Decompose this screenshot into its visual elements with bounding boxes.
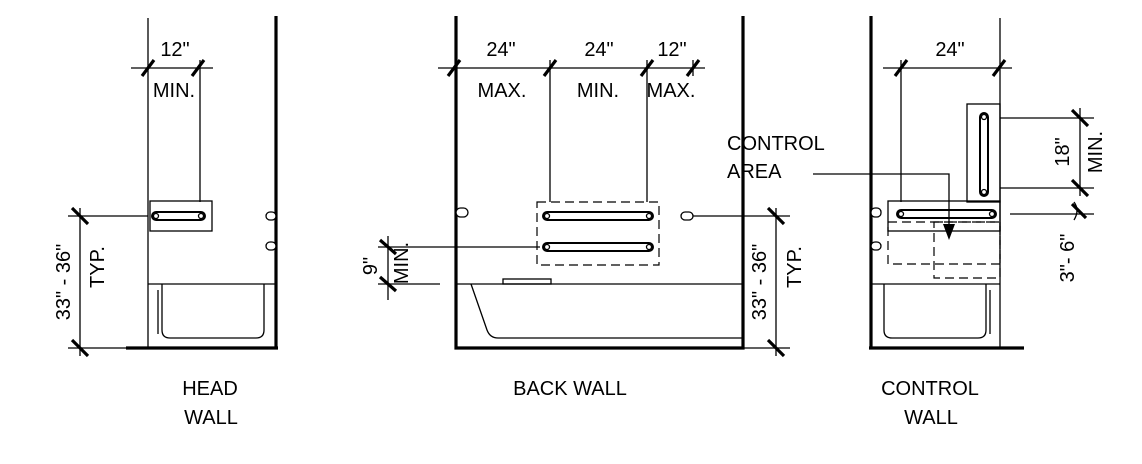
control-area-zone-lower [933, 221, 1001, 279]
back-wall-outline [454, 16, 745, 350]
head-wall-title: HEAD [182, 378, 238, 400]
back-wall-mid-dim: 24" [584, 39, 613, 61]
head-wall-elevation: 12" MIN. 33" - 36" TYP. HEAD WALL [53, 16, 278, 429]
back-wall-spacing-note: MIN. [391, 242, 413, 284]
faucet-knob [870, 241, 882, 251]
faucet-knob [455, 207, 469, 218]
tub-basin [470, 283, 743, 339]
dimension-tick [378, 275, 398, 293]
tub-drain [502, 278, 552, 285]
dimension-tick [1070, 108, 1090, 128]
dimension-tick [140, 59, 156, 77]
back-wall-height-note: TYP. [784, 246, 806, 288]
control-area-label: CONTROL [727, 133, 825, 155]
dimension-tick [766, 206, 786, 226]
dimension-tick [893, 59, 909, 77]
dimension-tick [542, 59, 558, 77]
back-wall-right-dim: 12" [657, 39, 686, 61]
faucet-knob [265, 211, 277, 221]
dimension-tick [70, 206, 90, 226]
back-wall-elevation: 24" 24" 12" MAX. MIN. MAX. 9" MIN. 33" -… [360, 16, 806, 400]
back-wall-mid-note: MIN. [577, 80, 619, 102]
control-area-label-2: AREA [727, 161, 782, 183]
grab-bar-zone [536, 201, 660, 266]
back-wall-spacing-dim: 9" [360, 257, 382, 275]
grab-bar-zone [149, 200, 213, 232]
dimension-tick [685, 59, 701, 77]
control-area-zone [887, 221, 1001, 265]
dimension-tick [190, 59, 206, 77]
dimension-tick [639, 59, 655, 77]
dimension-tick [446, 59, 462, 77]
control-wall-vertical-note: MIN. [1085, 131, 1107, 173]
control-area-arrow [943, 224, 955, 240]
back-wall-left-note: MAX. [478, 80, 527, 102]
head-wall-height-note: TYP. [87, 246, 109, 288]
grab-bar-zone [887, 200, 1001, 232]
control-area-leader [813, 173, 950, 228]
control-wall-elevation: CONTROL AREA 24" 18" MIN. 3"- 6" CONTROL… [727, 16, 1107, 429]
back-wall-title: BACK WALL [513, 378, 627, 400]
tub-basin [161, 284, 265, 339]
faucet-knob [265, 241, 277, 251]
control-wall-vertical-dim: 18" [1052, 137, 1074, 166]
vertical-grab-bar-zone [966, 103, 1001, 203]
control-wall-offset-dim: 3"- 6" [1057, 234, 1079, 283]
dimension-tick [1070, 178, 1090, 198]
dimension-tick [1070, 202, 1088, 220]
dimension-tick [766, 338, 786, 358]
head-wall-title-2: WALL [184, 407, 238, 429]
control-wall-title: CONTROL [881, 378, 979, 400]
faucet-knob [680, 211, 694, 221]
back-wall-right-note: MAX. [647, 80, 696, 102]
control-wall-title-2: WALL [904, 407, 958, 429]
dimension-tick [70, 338, 90, 358]
dimension-tick [991, 59, 1007, 77]
back-wall-height-dim: 33" - 36" [749, 244, 771, 320]
tub-basin [883, 284, 987, 339]
faucet-knob [870, 207, 882, 218]
head-wall-width-note: MIN. [153, 80, 195, 102]
control-wall-width-dim: 24" [935, 39, 964, 61]
head-wall-width-dim: 12" [160, 39, 189, 61]
head-wall-height-dim: 33" - 36" [53, 244, 75, 320]
dimension-tick [378, 238, 398, 256]
back-wall-left-dim: 24" [486, 39, 515, 61]
